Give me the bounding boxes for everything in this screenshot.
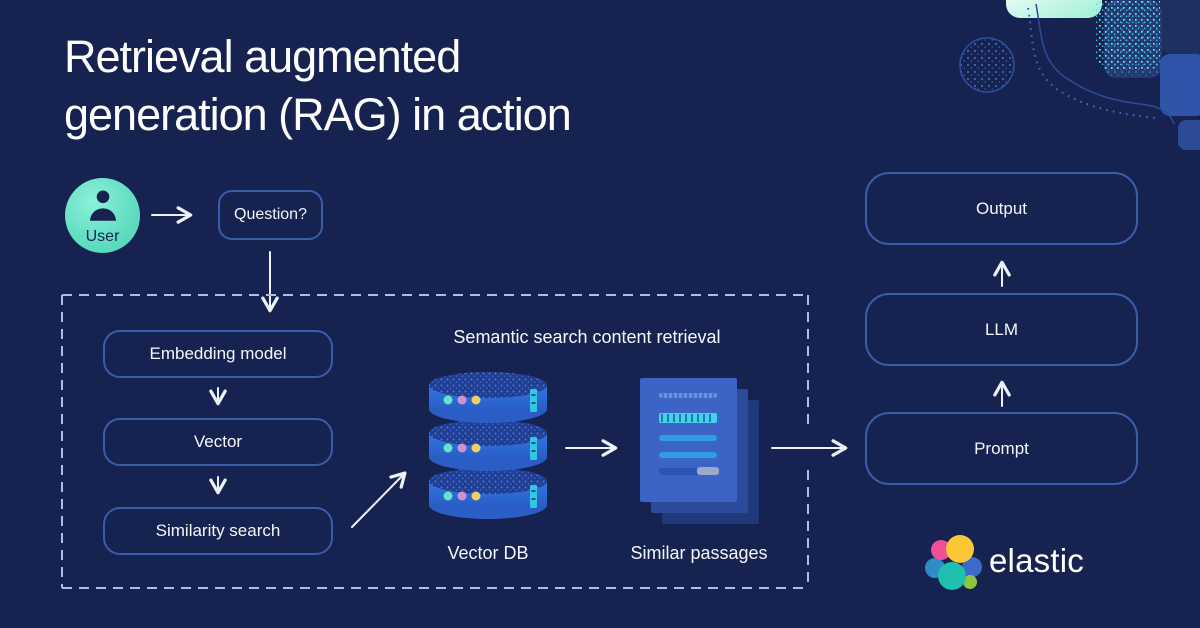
page-title-line-2: generation (RAG) in action	[64, 89, 572, 140]
person-icon	[89, 190, 116, 221]
document-sheet	[640, 378, 737, 502]
page-title-line-1: Retrieval augmented	[64, 31, 461, 82]
similar-passages-label: Similar passages	[630, 543, 768, 563]
corner-art-shapes	[959, 0, 1200, 150]
llm-box: LLM	[865, 293, 1138, 366]
highlighted-text-line	[659, 413, 717, 423]
user-label: User	[85, 228, 120, 245]
user-avatar: User	[65, 178, 140, 253]
retrieval-caption: Semantic search content retrieval	[453, 327, 721, 347]
text-line	[659, 393, 717, 398]
curve-line	[1035, 3, 1175, 125]
similarity-search-box: Similarity search	[103, 507, 333, 555]
page-title: Retrieval augmented generation (RAG) in …	[64, 28, 572, 144]
embedding-model-box: Embedding model	[103, 330, 333, 378]
arrow-similarity-to-vectordb	[351, 471, 407, 528]
vector-db-label: Vector DB	[447, 543, 529, 563]
cylinder-middle	[429, 420, 547, 471]
question-box: Question?	[218, 190, 323, 240]
prompt-box: Prompt	[865, 412, 1138, 485]
retrieval-dashed-border	[61, 294, 809, 589]
speckled-circle	[959, 37, 1015, 93]
elastic-logo-icon	[925, 535, 982, 590]
cylinder-bottom	[429, 468, 547, 519]
cylinder-top	[429, 372, 547, 423]
text-line	[659, 468, 701, 475]
similar-passages-icon	[640, 378, 762, 528]
text-line	[659, 452, 717, 458]
output-box: Output	[865, 172, 1138, 245]
vector-db-icon	[429, 372, 547, 519]
text-line	[697, 467, 719, 475]
elastic-wordmark: elastic	[989, 542, 1084, 579]
text-line	[659, 435, 717, 441]
vector-box: Vector	[103, 418, 333, 466]
